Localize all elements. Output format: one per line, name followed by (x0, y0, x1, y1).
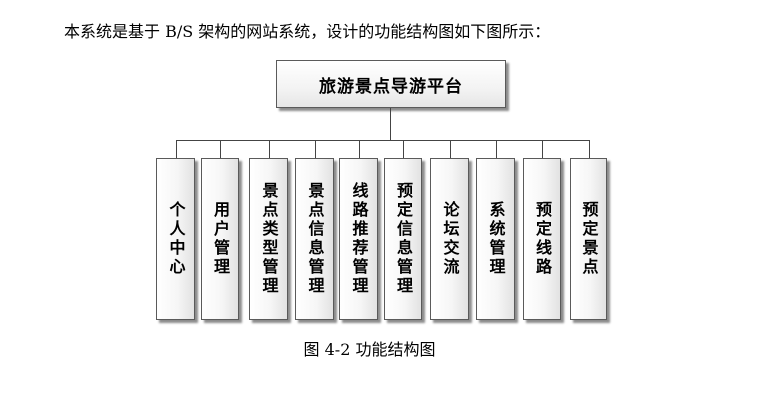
root-node-label: 旅游景点导游平台 (319, 76, 463, 97)
child-node-label: 预定线路 (533, 201, 552, 277)
child-node: 预定景点 (570, 158, 607, 320)
child-node: 预定线路 (523, 158, 561, 320)
child-node: 景点类型管理 (249, 158, 288, 320)
child-connector (176, 140, 177, 158)
child-node-label: 线路推荐管理 (349, 182, 369, 296)
child-connector (589, 140, 590, 158)
figure-caption: 图 4-2 功能结构图 (303, 340, 436, 359)
intro-text: 本系统是基于 B/S 架构的网站系统，设计的功能结构图如下图所示： (64, 22, 551, 41)
child-connector (220, 140, 221, 158)
child-node: 用户管理 (201, 158, 239, 320)
child-node-label: 景点类型管理 (259, 182, 279, 296)
child-node: 景点信息管理 (295, 158, 334, 320)
child-connector (450, 140, 451, 158)
child-node-label: 论坛交流 (440, 201, 460, 277)
child-node: 系统管理 (476, 158, 515, 320)
child-connector (542, 140, 543, 158)
child-node: 论坛交流 (430, 158, 469, 320)
child-node-label: 预定景点 (579, 201, 599, 277)
horizontal-bus-line (176, 140, 590, 141)
child-node: 预定信息管理 (384, 158, 422, 320)
root-connector (390, 108, 391, 140)
child-connector (315, 140, 316, 158)
child-node-label: 个人中心 (166, 201, 186, 277)
child-node: 个人中心 (156, 158, 195, 320)
child-connector (403, 140, 404, 158)
child-node: 线路推荐管理 (339, 158, 378, 320)
child-node-label: 系统管理 (486, 201, 506, 277)
root-node: 旅游景点导游平台 (276, 60, 506, 108)
child-connector (496, 140, 497, 158)
child-connector (269, 140, 270, 158)
child-node-label: 用户管理 (211, 201, 230, 277)
child-connector (359, 140, 360, 158)
child-node-label: 预定信息管理 (394, 182, 413, 296)
child-node-label: 景点信息管理 (305, 182, 325, 296)
